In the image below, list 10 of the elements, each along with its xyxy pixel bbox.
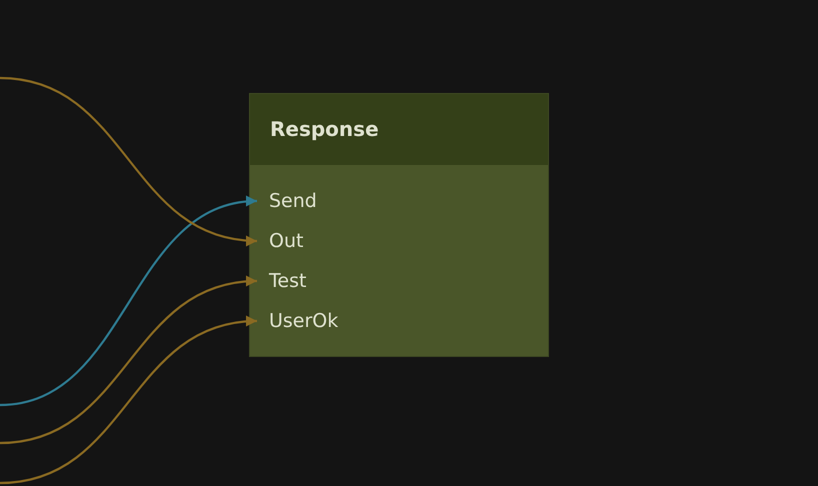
port-label: Send	[257, 188, 377, 214]
node-box	[249, 93, 549, 357]
port-label: Test	[257, 268, 377, 294]
port-label: UserOk	[257, 308, 377, 334]
port-label: Out	[257, 228, 377, 254]
arrow	[0, 316, 258, 484]
node-header: Response	[250, 94, 548, 165]
arrow	[0, 197, 258, 406]
arrow	[0, 76, 258, 246]
arrow	[0, 276, 258, 444]
